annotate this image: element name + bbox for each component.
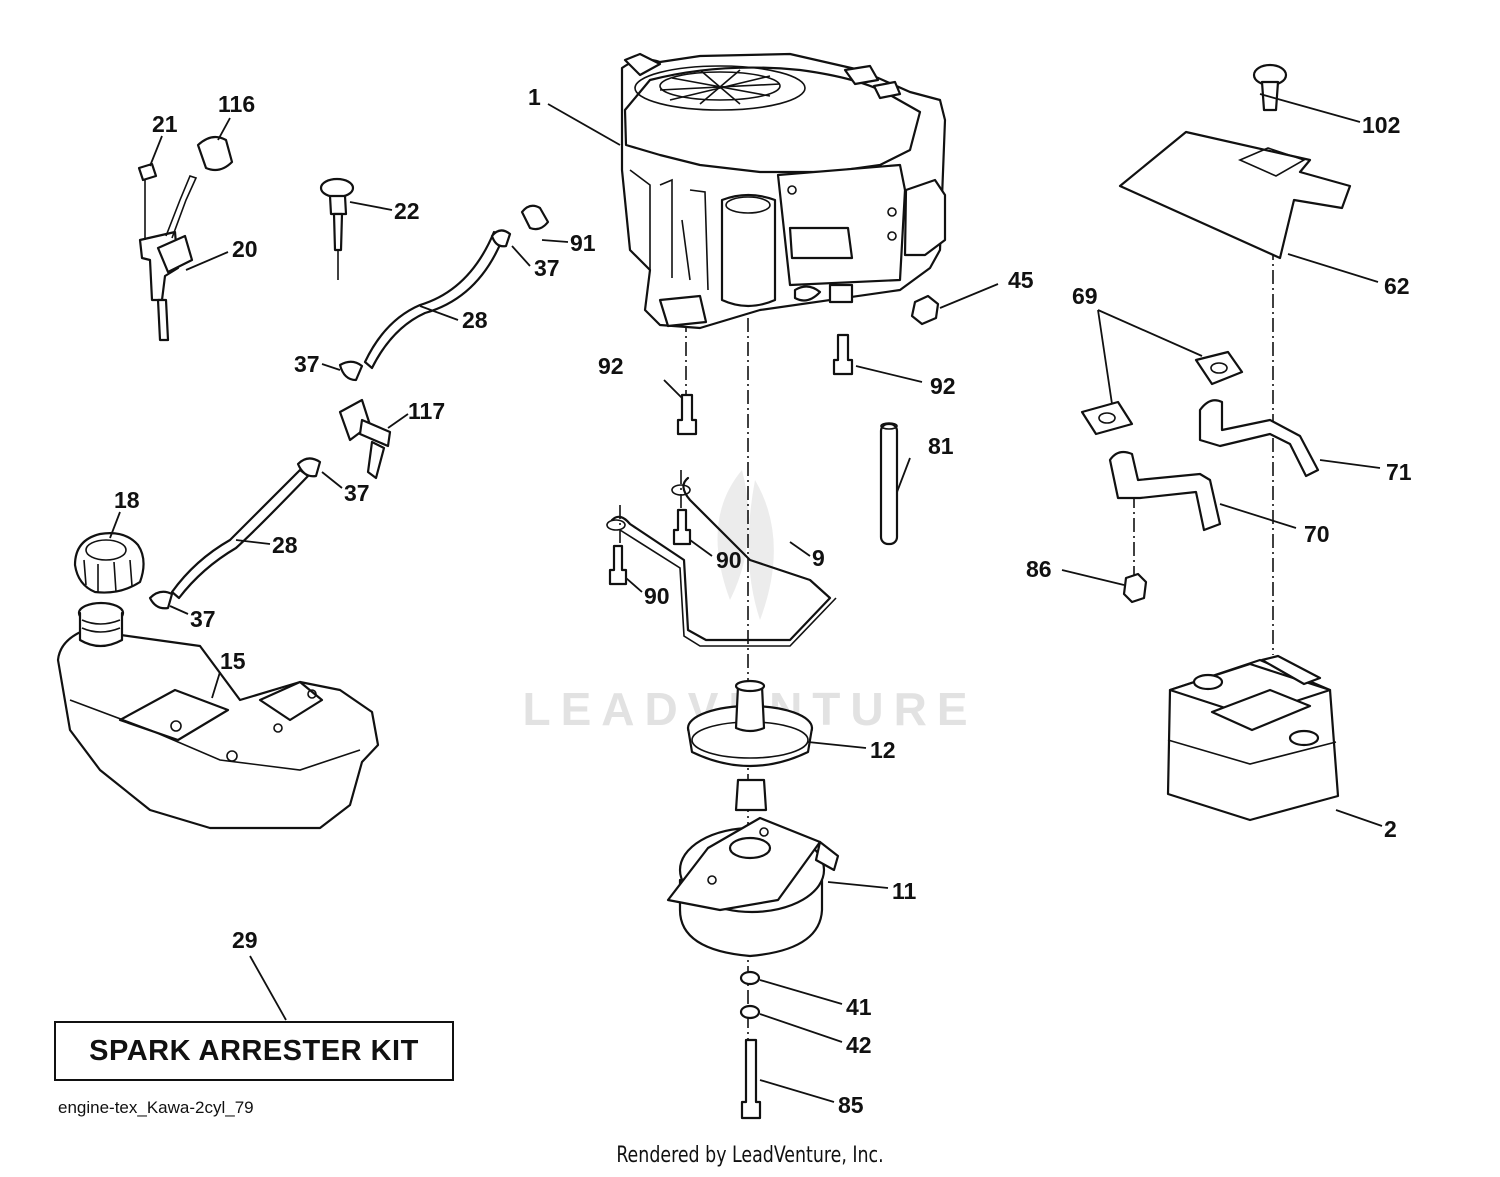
- render-credit: Rendered by LeadVenture, Inc.: [616, 1143, 884, 1168]
- spark-arrester-kit-box: SPARK ARRESTER KIT: [54, 1021, 454, 1081]
- clamp-d: [148, 590, 174, 610]
- callout-92-b: 92: [930, 373, 956, 399]
- callout-90-b: 90: [644, 583, 670, 609]
- fitting-91: [520, 204, 550, 231]
- knob-116: [196, 135, 234, 172]
- fuel-tank: [56, 601, 380, 830]
- callout-45: 45: [1008, 267, 1034, 293]
- callout-42: 42: [846, 1032, 872, 1058]
- fuel-hose-upper: [363, 230, 504, 370]
- callout-90-a: 90: [716, 547, 742, 573]
- muffler: [1166, 654, 1340, 822]
- cap-102: [1252, 63, 1288, 112]
- pulley: [686, 679, 814, 812]
- bolt-85: [740, 1038, 762, 1120]
- bolt-92-a: [676, 393, 698, 436]
- clamp-c: [296, 457, 322, 478]
- callout-22: 22: [394, 198, 420, 224]
- choke-knob: [319, 177, 355, 280]
- callout-29: 29: [232, 927, 258, 953]
- heat-shield: [1118, 130, 1352, 260]
- engine: [620, 52, 947, 330]
- callout-81: 81: [928, 433, 954, 459]
- bolt-92-b: [832, 333, 854, 376]
- clamp-a: [490, 229, 512, 248]
- callout-28-lower: 28: [272, 532, 298, 558]
- callout-37-a: 37: [534, 255, 560, 281]
- callout-37-c: 37: [344, 480, 370, 506]
- callouts: 1 2 9 11 12 15 18 20 21 22 28 28 29 37 3…: [114, 84, 1412, 1118]
- callout-85: 85: [838, 1092, 864, 1118]
- tube-81: [879, 422, 899, 546]
- callout-15: 15: [220, 648, 246, 674]
- callout-20: 20: [232, 236, 258, 262]
- washer-42: [739, 1004, 761, 1020]
- callout-116: 116: [218, 91, 255, 117]
- clamp-b: [338, 360, 364, 382]
- bolt-90-b: [608, 544, 628, 586]
- oil-filter-gasket: [610, 476, 832, 642]
- fuel-hose-lower: [170, 468, 310, 600]
- callout-2: 2: [1384, 816, 1397, 842]
- callout-12: 12: [870, 737, 896, 763]
- callout-117: 117: [408, 398, 445, 424]
- callout-86: 86: [1026, 556, 1052, 582]
- callout-9: 9: [812, 545, 825, 571]
- callout-11: 11: [892, 878, 917, 904]
- exhaust-pipe-70: [1108, 450, 1222, 532]
- diagram-file-code: engine-tex_Kawa-2cyl_79: [58, 1098, 254, 1117]
- fuel-cap: [73, 532, 145, 594]
- callout-91: 91: [570, 230, 596, 256]
- leader-lines: [109, 93, 1383, 1103]
- fuel-valve: [338, 398, 392, 480]
- callout-71: 71: [1386, 459, 1412, 485]
- callout-41: 41: [846, 994, 872, 1020]
- spark-arrester-kit-label: SPARK ARRESTER KIT: [89, 1034, 419, 1067]
- exhaust-pipe-71: [1198, 399, 1320, 478]
- callout-70: 70: [1304, 521, 1330, 547]
- clutch: [666, 816, 840, 958]
- nut-86: [1122, 572, 1148, 604]
- callout-18: 18: [114, 487, 140, 513]
- callout-62: 62: [1384, 273, 1410, 299]
- washer-41: [739, 970, 761, 986]
- callout-1: 1: [528, 84, 541, 110]
- callout-37-b: 37: [294, 351, 320, 377]
- callout-21: 21: [152, 111, 178, 137]
- callout-102: 102: [1362, 112, 1400, 138]
- bolt-90-a: [672, 508, 692, 546]
- gaskets-69: [1080, 350, 1244, 436]
- throttle-control: [137, 162, 198, 342]
- callout-37-d: 37: [190, 606, 216, 632]
- callout-69: 69: [1072, 283, 1098, 309]
- callout-92-a: 92: [598, 353, 624, 379]
- nut-45: [910, 294, 940, 326]
- callout-28-upper: 28: [462, 307, 488, 333]
